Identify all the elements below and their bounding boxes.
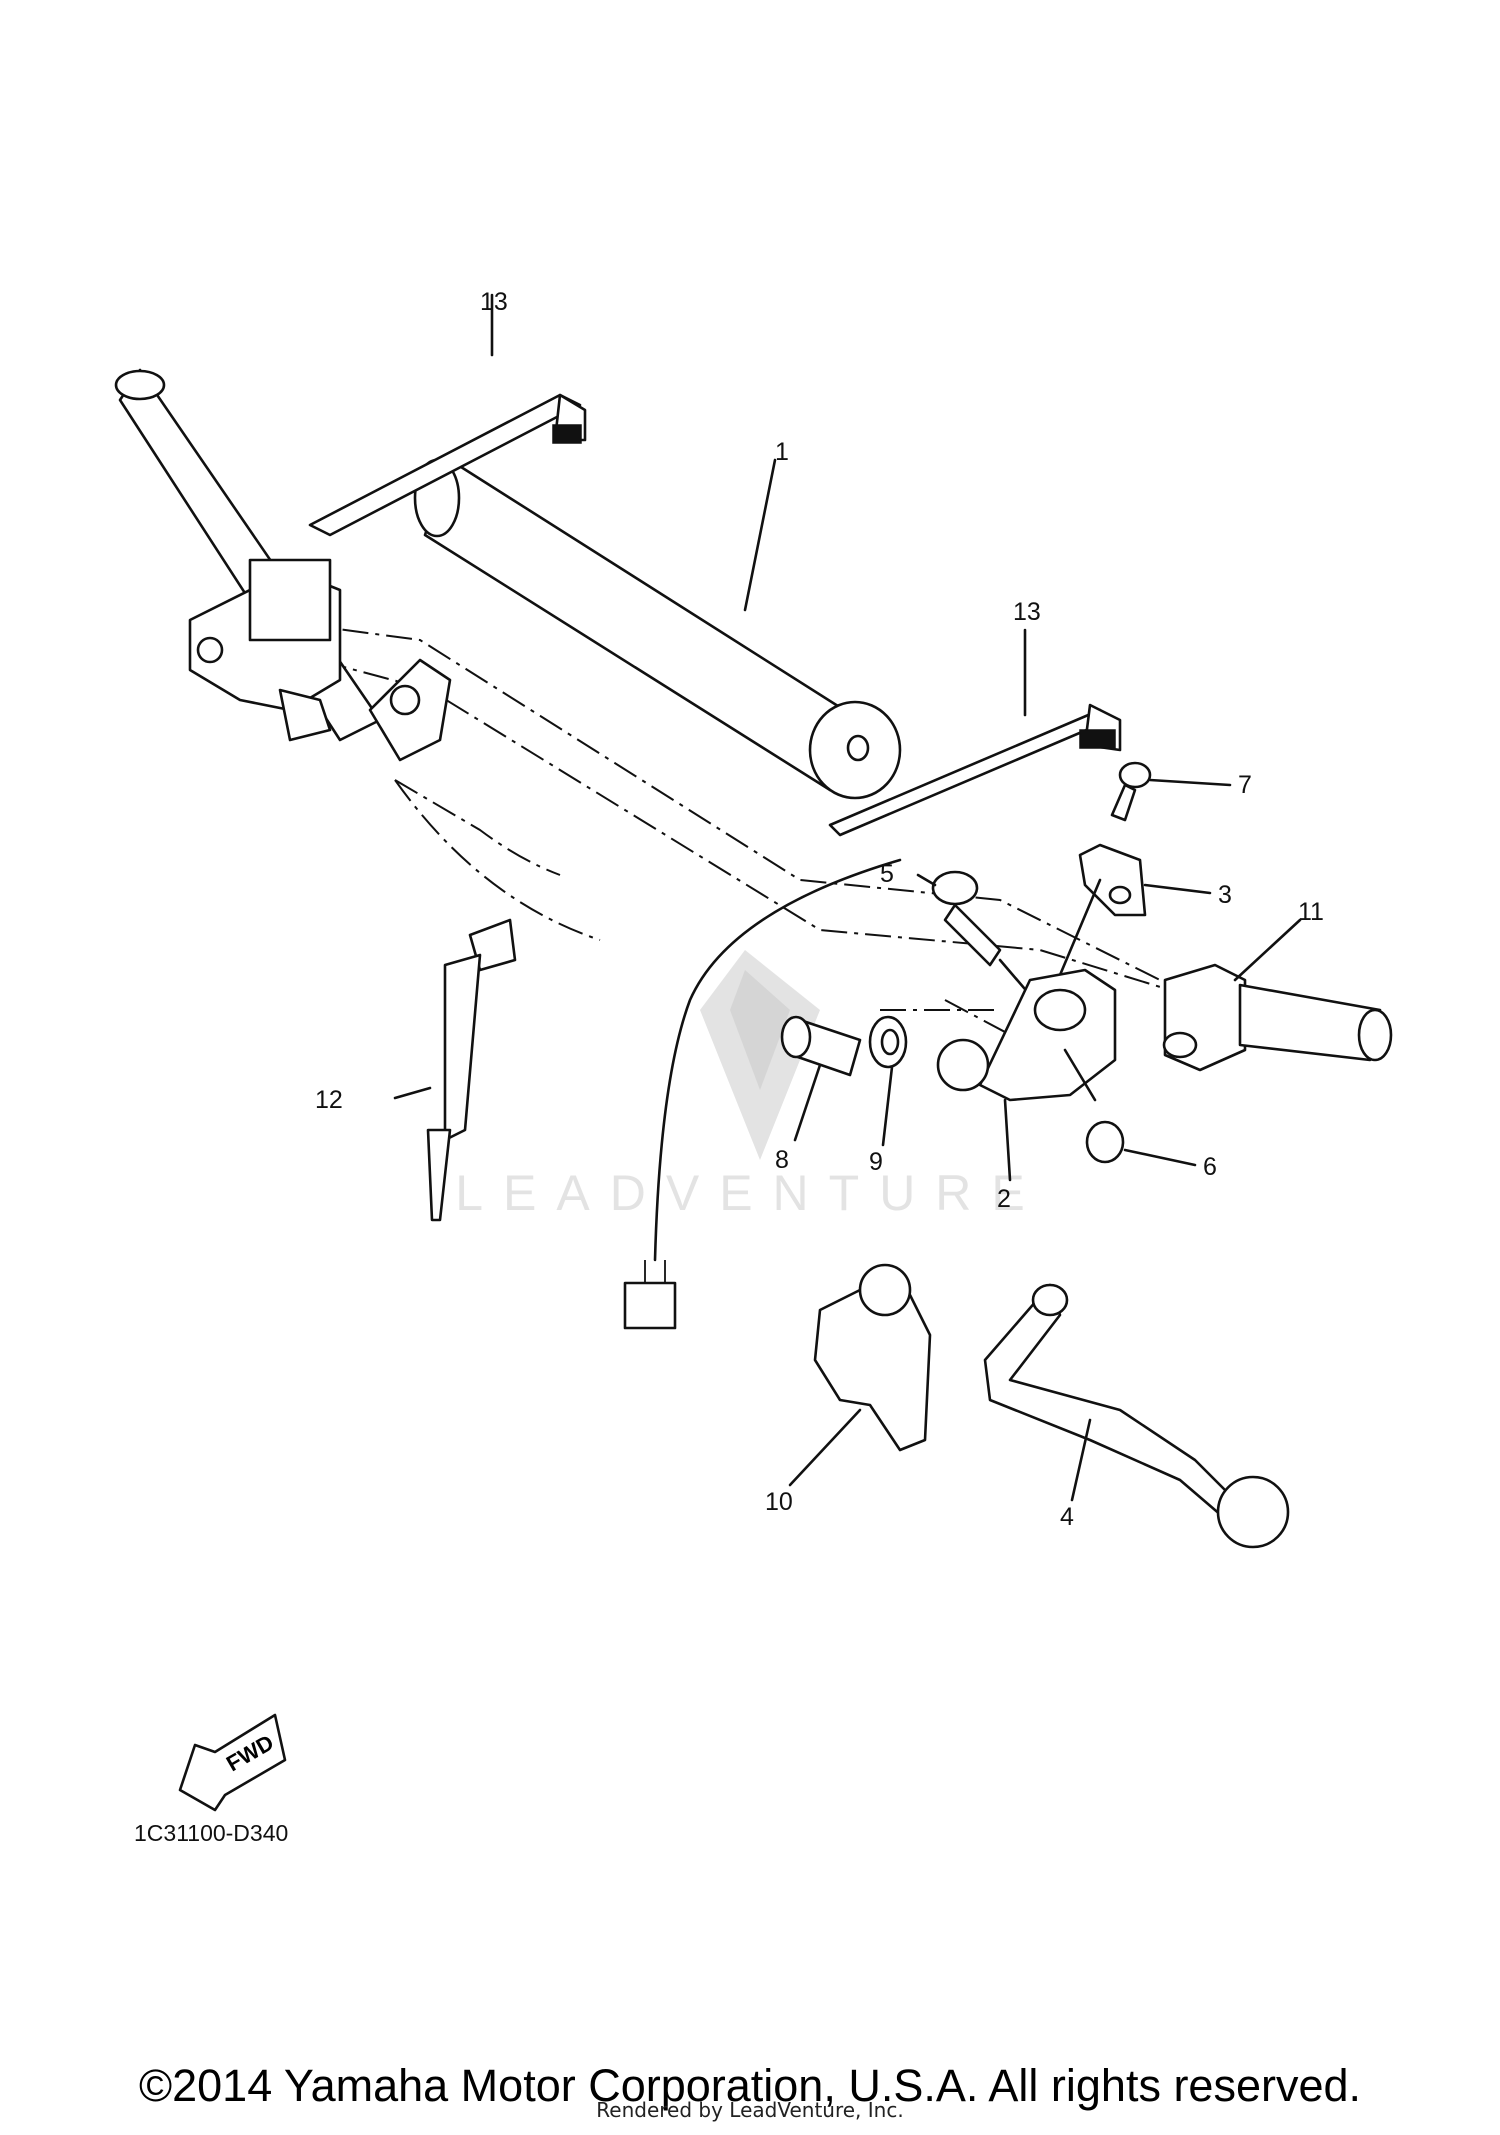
part-10-lever-cover: 10 bbox=[765, 1263, 932, 1516]
callout-7: 7 bbox=[1238, 771, 1252, 799]
callout-10: 10 bbox=[765, 1488, 793, 1516]
copyright-notice: ©2014 Yamaha Motor Corporation, U.S.A. A… bbox=[138, 2060, 1362, 2111]
part-3-bracket: 3 bbox=[1058, 843, 1232, 977]
callout-5: 5 bbox=[880, 860, 894, 888]
callout-13-upper: 13 bbox=[480, 288, 508, 316]
callout-2: 2 bbox=[997, 1185, 1011, 1213]
part-12-cable-tie: 12 bbox=[315, 918, 517, 1222]
master-cylinder bbox=[188, 558, 342, 742]
callout-12: 12 bbox=[315, 1086, 343, 1114]
callout-6: 6 bbox=[1203, 1153, 1217, 1181]
part-8-adjuster: 8 bbox=[775, 1015, 862, 1174]
callout-8: 8 bbox=[775, 1146, 789, 1174]
part-11-switch: 11 bbox=[1162, 898, 1324, 1072]
callout-9: 9 bbox=[869, 1148, 883, 1176]
part-13-strap-upper: 13 bbox=[308, 288, 587, 537]
callout-3: 3 bbox=[1218, 881, 1232, 909]
fwd-arrow-icon: FWD bbox=[178, 1713, 287, 1812]
part-6-nut: 6 bbox=[1063, 1048, 1217, 1181]
callout-1: 1 bbox=[775, 438, 789, 466]
part-1-crossbar-pad: 1 bbox=[413, 438, 902, 800]
part-7-screw: 7 bbox=[1110, 761, 1252, 822]
part-13-strap-lower: 13 bbox=[828, 598, 1122, 837]
handlebar-right-end bbox=[1238, 983, 1393, 1062]
watermark-text: LEADVENTURE bbox=[455, 1165, 1045, 1221]
part-9-locknut: 9 bbox=[868, 1015, 908, 1176]
diagram-code: 1C31100-D340 bbox=[134, 1820, 289, 1846]
callout-13-lower: 13 bbox=[1013, 598, 1041, 626]
handlebar-clamp bbox=[368, 658, 452, 762]
callout-4: 4 bbox=[1060, 1503, 1074, 1531]
leadventure-watermark: LEADVENTURE bbox=[455, 950, 1045, 1221]
callout-11: 11 bbox=[1298, 898, 1324, 926]
part-4-clutch-lever: 4 bbox=[983, 1283, 1290, 1549]
rendered-by-credit: Rendered by LeadVenture, Inc. bbox=[596, 2098, 904, 2122]
switch-wire-harness bbox=[623, 858, 902, 1330]
part-2-lever-holder: 2 bbox=[936, 968, 1117, 1213]
